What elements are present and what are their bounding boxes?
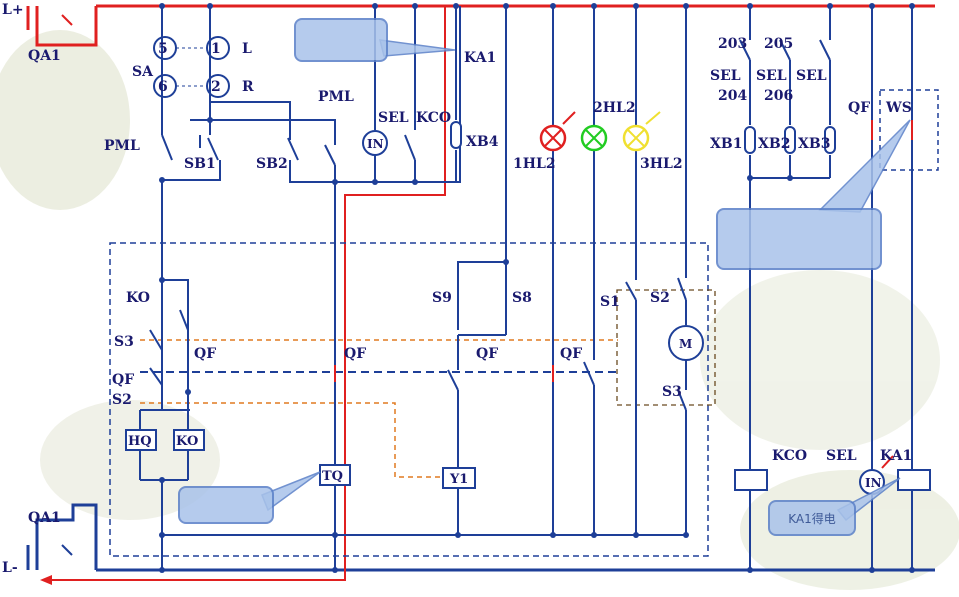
in-meters	[362, 130, 885, 495]
qf-left-label: QF	[194, 346, 216, 362]
s2-right-label: S2	[650, 290, 670, 306]
rail-positive-label: L+	[2, 2, 24, 18]
sa-right-label: R	[242, 79, 254, 95]
red-current-path	[40, 6, 446, 585]
callout-ws	[716, 208, 882, 270]
kco-coil-label: KCO	[772, 448, 807, 464]
ka1-bottom-label: KA1	[880, 448, 912, 464]
s2-left-label: S2	[112, 392, 132, 408]
sel1-label: SEL	[710, 68, 741, 84]
contacts	[149, 39, 831, 411]
ko-coil-label: KO	[176, 434, 198, 449]
tq-coil-label: TQ	[322, 469, 343, 484]
sa-left-label: L	[242, 41, 252, 57]
qf-left2-label: QF	[112, 372, 134, 388]
motor-symbol	[668, 325, 704, 361]
ko-contact-label: KO	[126, 290, 150, 306]
hq-coil-label: HQ	[128, 434, 152, 449]
lamp-1hl2-label: 1HL2	[513, 156, 556, 172]
sa-contact-5: 5	[158, 41, 168, 57]
motor-box	[616, 289, 716, 406]
sb1-label: SB1	[184, 156, 216, 172]
sel2-label: SEL	[756, 68, 787, 84]
qf-s8-label: QF	[476, 346, 498, 362]
callout-ka1: KA1得电	[768, 500, 856, 536]
in-bottom-label: IN	[865, 476, 882, 490]
mechanical-links	[140, 339, 618, 478]
y1-coil-label: Y1	[449, 472, 468, 487]
in-meter-label: IN	[367, 137, 384, 151]
sa-contact-2: 2	[211, 79, 221, 95]
wires	[139, 6, 913, 570]
ka1-label: KA1	[464, 50, 496, 66]
ws-box	[879, 89, 939, 171]
negative-rail	[26, 503, 935, 572]
indicator-lamps	[539, 111, 894, 469]
sa-contact-1: 1	[211, 41, 221, 57]
rail-negative-label: L-	[2, 560, 18, 576]
sel-bottom-label: SEL	[826, 448, 857, 464]
qf-right-label: QF	[560, 346, 582, 362]
callout-top	[294, 18, 388, 62]
pml-left-label: PML	[104, 138, 140, 154]
sa-switch	[153, 36, 230, 98]
coils	[125, 429, 931, 491]
lamp-3hl2-label: 3HL2	[640, 156, 683, 172]
lamp-2hl2-label: 2HL2	[593, 100, 636, 116]
pml-right-label: PML	[318, 89, 354, 105]
s3-left-label: S3	[114, 334, 134, 350]
positive-rail	[26, 4, 935, 47]
sa-label: SA	[132, 64, 154, 80]
xb2-label: XB2	[758, 136, 790, 152]
kco-label: KCO	[416, 110, 451, 126]
s9-label: S9	[432, 290, 452, 306]
junctions	[159, 3, 915, 573]
xb4-label: XB4	[466, 134, 499, 150]
node-203-label: 203	[718, 36, 747, 52]
callout-tq	[178, 486, 274, 524]
sb2-label: SB2	[256, 156, 288, 172]
breaker-bottom-label: QA1	[28, 510, 61, 526]
sel3-label: SEL	[796, 68, 827, 84]
sa-contact-6: 6	[158, 79, 168, 95]
s3-right-label: S3	[662, 384, 682, 400]
motor-label: M	[679, 337, 692, 351]
xb1-label: XB1	[710, 136, 742, 152]
ws-label: WS	[885, 100, 912, 116]
sel-label: SEL	[378, 110, 409, 126]
breaker-top-label: QA1	[28, 48, 61, 64]
s1-label: S1	[600, 294, 620, 310]
breaker-mechanism-box	[109, 242, 709, 557]
node-205-label: 205	[764, 36, 793, 52]
xb3-label: XB3	[798, 136, 830, 152]
s8-label: S8	[512, 290, 532, 306]
node-204-label: 204	[718, 88, 747, 104]
qf-marks	[334, 120, 913, 382]
node-206-label: 206	[764, 88, 793, 104]
qf-mid-label: QF	[344, 346, 366, 362]
qf-ws-label: QF	[848, 100, 870, 116]
terminal-blocks	[450, 121, 836, 154]
